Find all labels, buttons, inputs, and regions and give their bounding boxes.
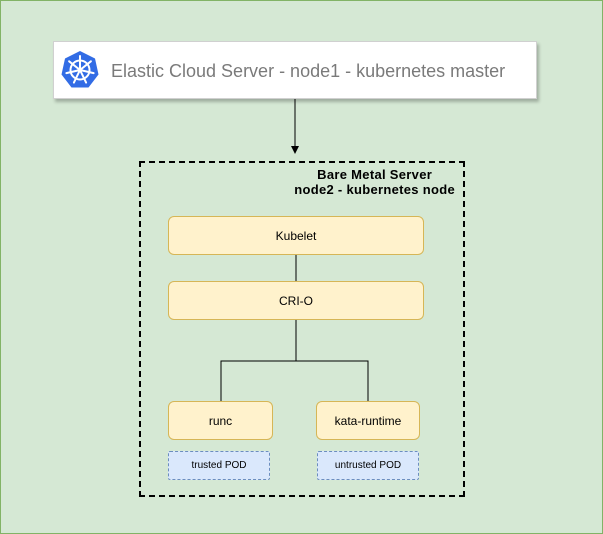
- kubernetes-master-node[interactable]: Elastic Cloud Server - node1 - kubernete…: [53, 41, 537, 99]
- crio-box[interactable]: CRI-O: [168, 281, 424, 320]
- bare-metal-title: Bare Metal Server node2 - kubernetes nod…: [294, 167, 455, 197]
- kubelet-label: Kubelet: [275, 228, 317, 243]
- runc-label: runc: [208, 413, 233, 428]
- crio-runtimes-connector: [220, 320, 297, 401]
- kata-runtime-label: kata-runtime: [334, 413, 402, 428]
- bare-metal-server-container[interactable]: Bare Metal Server node2 - kubernetes nod…: [139, 161, 465, 497]
- bare-metal-title-line1: Bare Metal Server: [317, 167, 433, 182]
- kubelet-box[interactable]: Kubelet: [168, 216, 424, 255]
- crio-label: CRI-O: [279, 293, 313, 308]
- runc-box[interactable]: runc: [168, 401, 273, 440]
- kubernetes-helm-icon: [61, 51, 99, 88]
- trusted-pod-box[interactable]: trusted POD: [168, 451, 270, 480]
- untrusted-pod-label: untrusted POD: [334, 460, 402, 471]
- bare-metal-title-line2: node2 - kubernetes node: [294, 182, 455, 197]
- untrusted-pod-box[interactable]: untrusted POD: [317, 451, 419, 480]
- crio-kata-connector: [296, 360, 369, 401]
- kata-runtime-box[interactable]: kata-runtime: [316, 401, 420, 440]
- master-title: Elastic Cloud Server - node1 - kubernete…: [111, 61, 506, 81]
- trusted-pod-label: trusted POD: [191, 460, 247, 471]
